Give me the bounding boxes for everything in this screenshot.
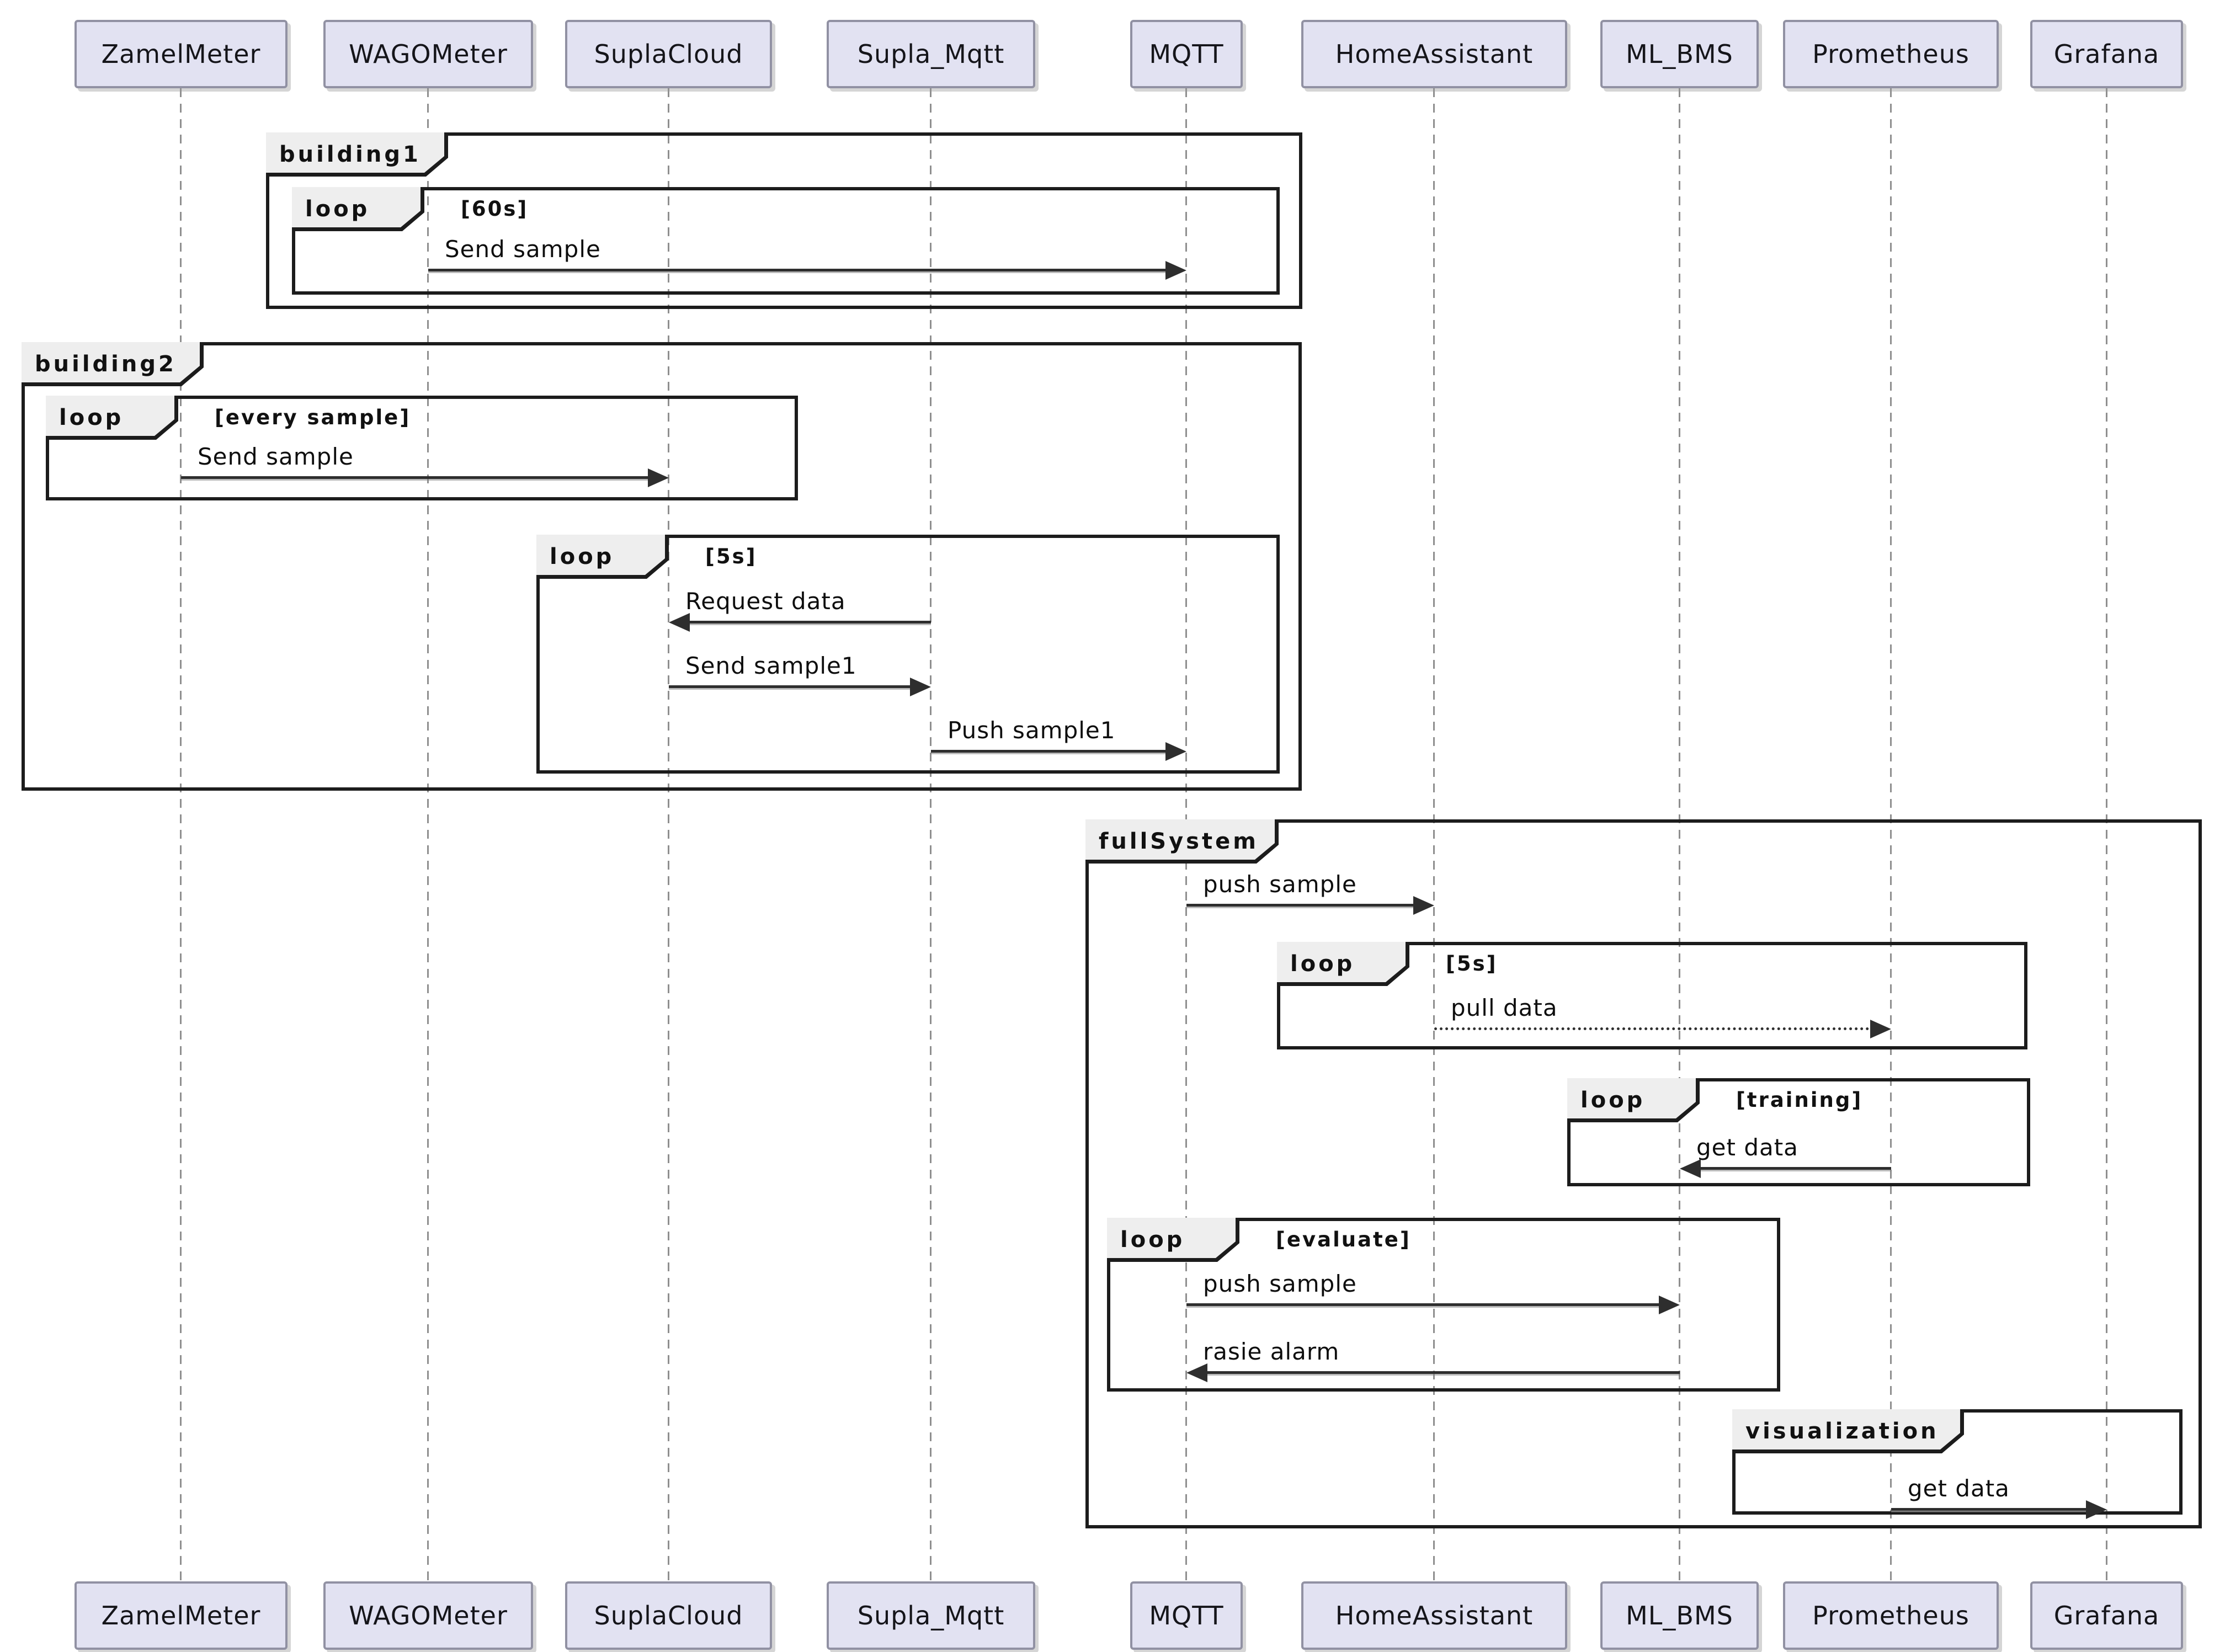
message-text: pull data [1451,994,1558,1021]
frame-building1: building1 [266,132,1302,309]
arrowhead-right-icon [1870,1020,1891,1038]
frame-label: visualization [1745,1419,1939,1444]
message-line [685,621,931,624]
participant-bottom-grafana: Grafana [2030,1581,2183,1650]
frame-loop-5s-fullsystem-tab: loop [1277,942,1409,986]
frame-loop-training-tab: loop [1567,1078,1700,1122]
frame-label: building1 [279,142,421,167]
message-line [1696,1167,1891,1170]
loop-condition: [60s] [461,197,529,221]
message-line [1891,1508,2090,1511]
message-text: push sample [1203,1270,1357,1297]
frame-label: building2 [35,351,177,377]
lifeline-suplacloud [668,88,669,1581]
participant-bottom-homeassistant: HomeAssistant [1301,1581,1567,1650]
frame-visualization: visualization [1732,1409,2183,1515]
participant-top-wagometer: WAGOMeter [323,20,533,88]
participant-top-supla-mqtt: Supla_Mqtt [827,20,1035,88]
frame-loop-every-sample: loop [every sample] [46,396,798,500]
lifeline-grafana [2106,88,2107,1581]
participant-bottom-supla-mqtt: Supla_Mqtt [827,1581,1035,1650]
message-text: rasie alarm [1203,1338,1340,1365]
frame-label: loop [59,405,124,430]
arrowhead-right-icon [1165,742,1186,761]
participant-top-zamelmeter: ZamelMeter [74,20,288,88]
frame-building2-tab: building2 [22,342,204,386]
loop-condition: [5s] [705,545,757,568]
frame-building1-tab: building1 [266,132,448,177]
arrowhead-left-icon [1186,1363,1207,1382]
participant-top-ml-bms: ML_BMS [1600,20,1759,88]
lifeline-ml-bms [1679,88,1680,1581]
participant-bottom-suplacloud: SuplaCloud [565,1581,772,1650]
frame-loop-training: loop [training] [1567,1078,2030,1186]
frame-fullsystem: fullSystem [1085,819,2202,1528]
participant-bottom-wagometer: WAGOMeter [323,1581,533,1650]
message-text: get data [1908,1475,2010,1502]
message-text: get data [1696,1134,1798,1161]
message-line [1203,1371,1680,1374]
message-line-dotted [1434,1027,1875,1030]
participant-top-grafana: Grafana [2030,20,2183,88]
message-line [931,750,1170,753]
message-line [1186,1303,1663,1306]
participant-bottom-zamelmeter: ZamelMeter [74,1581,288,1650]
frame-loop-5s-fullsystem: loop [5s] [1277,942,2027,1049]
frame-loop-evaluate-tab: loop [1107,1218,1239,1262]
arrowhead-right-icon [1413,896,1434,915]
message-text: Send sample [198,443,354,470]
arrowhead-right-icon [648,468,669,487]
lifeline-prometheus [1890,88,1892,1581]
participant-top-mqtt: MQTT [1130,20,1243,88]
frame-building2: building2 [22,342,1302,791]
lifeline-wagometer [427,88,429,1581]
lifeline-supla-mqtt [930,88,931,1581]
arrowhead-right-icon [910,678,931,696]
frame-loop-60s-tab: loop [292,187,424,231]
participant-top-suplacloud: SuplaCloud [565,20,772,88]
arrowhead-right-icon [1165,261,1186,280]
frame-label: loop [1120,1227,1185,1253]
arrowhead-left-icon [669,613,690,632]
message-text: push sample [1203,871,1357,898]
lifeline-homeassistant [1433,88,1435,1581]
loop-condition: [every sample] [215,406,411,429]
loop-condition: [training] [1736,1088,1863,1112]
participant-bottom-prometheus: Prometheus [1783,1581,1999,1650]
participant-bottom-ml-bms: ML_BMS [1600,1581,1759,1650]
frame-label: loop [305,196,370,222]
participant-bottom-mqtt: MQTT [1130,1581,1243,1650]
frame-label: loop [1580,1088,1646,1113]
message-line [428,269,1170,271]
message-line [1186,904,1418,907]
loop-condition: [evaluate] [1276,1228,1411,1251]
message-text: Push sample1 [948,717,1116,744]
frame-label: loop [550,544,615,569]
frame-fullsystem-tab: fullSystem [1085,819,1279,864]
message-text: Request data [685,588,846,615]
frame-loop-5s-building2: loop [5s] [536,535,1280,774]
message-text: Send sample1 [685,652,857,679]
participant-top-prometheus: Prometheus [1783,20,1999,88]
frame-loop-every-sample-tab: loop [46,396,178,440]
message-line [181,476,652,479]
frame-loop-5s-building2-tab: loop [536,535,669,579]
message-line [669,685,914,688]
participant-top-homeassistant: HomeAssistant [1301,20,1567,88]
lifeline-zamelmeter [180,88,182,1581]
arrowhead-left-icon [1680,1159,1701,1178]
arrowhead-right-icon [2086,1500,2107,1519]
message-text: Send sample [445,236,601,263]
frame-loop-evaluate: loop [evaluate] [1107,1218,1780,1392]
frame-visualization-tab: visualization [1732,1409,1964,1453]
arrowhead-right-icon [1659,1296,1680,1314]
frame-label: fullSystem [1099,829,1259,854]
frame-label: loop [1290,951,1355,977]
loop-condition: [5s] [1446,952,1498,976]
frame-loop-60s: loop [60s] [292,187,1280,295]
